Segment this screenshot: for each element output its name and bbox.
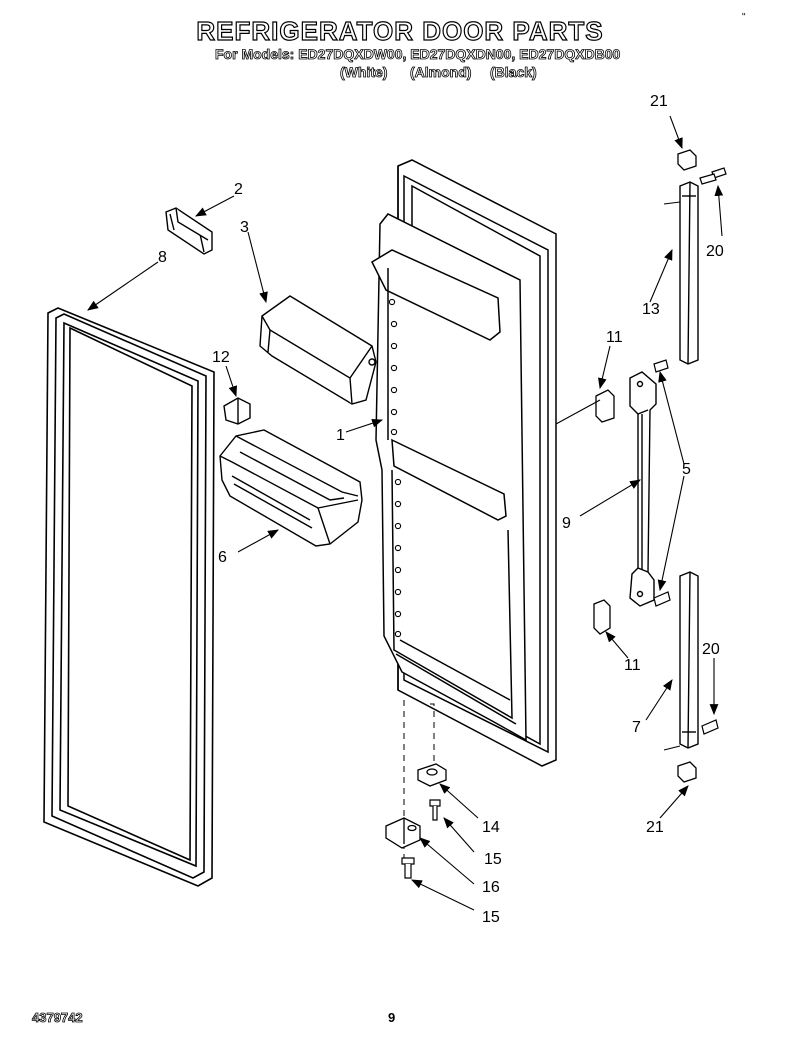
callout-20-bottom: 20: [702, 641, 720, 658]
callout-11-top: 11: [606, 329, 623, 346]
door-gasket: [43, 307, 215, 887]
callout-21-top: 21: [650, 93, 668, 110]
part-number: 4379742: [32, 1010, 83, 1026]
liner-holes: [388, 298, 402, 638]
callout-21-bottom: 21: [646, 819, 664, 836]
door-bin: [219, 429, 363, 547]
callout-11-bottom: 11: [624, 657, 641, 674]
bottom-hinge: [385, 817, 421, 849]
handle-trim-bottom: [679, 571, 699, 749]
callout-2: 2: [234, 181, 243, 198]
callout-6: 6: [218, 549, 227, 566]
color-white: (White): [340, 64, 388, 81]
callout-15-bottom: 15: [482, 909, 500, 926]
handle-insulator-bottom: [593, 599, 611, 635]
callout-5: 5: [682, 461, 691, 478]
callout-7: 7: [632, 719, 641, 736]
shelf-clip: [165, 207, 213, 255]
trim-screw-bottom: [701, 719, 719, 735]
callout-20-top: 20: [706, 243, 724, 260]
callout-12: 12: [212, 349, 230, 366]
page-title: REFRIGERATOR DOOR PARTS: [196, 15, 604, 46]
callout-16: 16: [482, 879, 500, 896]
hinge-screw: [401, 857, 415, 879]
callout-14: 14: [482, 819, 500, 836]
models-line: For Models: ED27DQXDW00, ED27DQXDN00, ED…: [215, 46, 621, 63]
cam-axis-line: [430, 703, 435, 770]
color-almond: (Almond): [410, 64, 472, 81]
trim-end-cap-bottom: [677, 761, 697, 783]
cam-screw: [429, 799, 441, 821]
trim-screw-top: [699, 167, 727, 185]
handle-trim-top: [679, 181, 699, 365]
page-number: 9: [388, 1010, 396, 1025]
door-handle: [629, 371, 657, 607]
callout-1: 1: [336, 427, 345, 444]
handle-screw-bottom: [653, 591, 671, 607]
leader-lines: [87, 115, 724, 911]
handle-insulator-top: [595, 389, 615, 423]
dairy-cover: [259, 295, 377, 405]
callout-3: 3: [240, 219, 249, 236]
callout-13: 13: [642, 301, 660, 318]
door-cam: [417, 763, 447, 787]
callout-9: 9: [562, 515, 571, 532]
trim-end-cap-top: [677, 149, 697, 171]
door-liner: [371, 159, 557, 767]
handle-screw-top: [653, 359, 669, 373]
color-black: (Black): [490, 64, 537, 81]
corner-mark: ": [742, 12, 746, 23]
liner-pointer-lines: [555, 201, 681, 751]
callout-15-top: 15: [484, 851, 502, 868]
bin-bracket: [223, 397, 251, 425]
callout-8: 8: [158, 249, 167, 266]
